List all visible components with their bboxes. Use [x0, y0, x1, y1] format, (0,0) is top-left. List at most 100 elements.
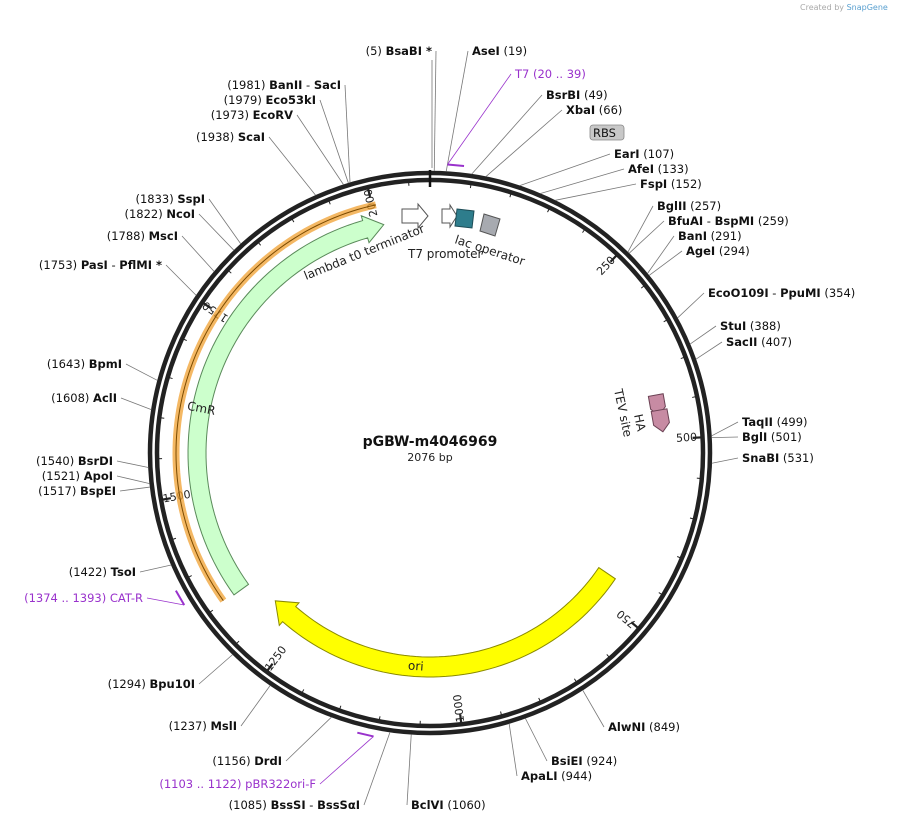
primer-label[interactable]: (1103 .. 1122) pBR322ori-F [159, 777, 316, 791]
site-leader [695, 341, 723, 360]
primer-label[interactable]: T7 (20 .. 39) [514, 67, 586, 81]
tick-label: 1000 [451, 694, 467, 723]
site-leader [433, 50, 437, 172]
restriction-site-label[interactable]: BglII (257) [657, 199, 721, 213]
lac-operator-box[interactable] [454, 208, 475, 229]
site-leader [208, 198, 242, 245]
restriction-site-label[interactable]: StuI (388) [720, 319, 781, 333]
site-leader [689, 325, 717, 345]
major-tick [201, 301, 212, 309]
restriction-site-label[interactable]: BsrBI (49) [546, 88, 608, 102]
tick-label: 500 [676, 431, 698, 445]
tick-label: 1250 [262, 643, 289, 673]
restriction-site-label[interactable]: ApaLI (944) [521, 769, 592, 783]
site-leader [139, 564, 172, 573]
restriction-site-label[interactable]: TaqII (499) [742, 415, 808, 429]
cmr-highlight-line [175, 204, 376, 601]
restriction-site-label[interactable]: AgeI (294) [686, 244, 750, 258]
restriction-site-label[interactable]: (1753) PasI - PflMI * [39, 258, 162, 272]
restriction-site-label[interactable]: (1085) BssSI - BssSαI [229, 798, 360, 812]
major-tick [459, 714, 463, 725]
restriction-site-label[interactable]: AseI (19) [472, 44, 527, 58]
restriction-site-label[interactable]: (1833) SspI [135, 192, 205, 206]
minor-tick [327, 199, 331, 205]
credit-text: Created by SnapGene [800, 3, 888, 12]
restriction-site-label[interactable]: BfuAI - BspMI (259) [668, 214, 789, 228]
major-tick [630, 621, 640, 630]
rbs-badge[interactable]: RBS [589, 124, 625, 141]
minor-tick [301, 689, 305, 695]
site-leader [120, 397, 152, 411]
ha-arrow[interactable] [650, 408, 671, 433]
minor-tick [582, 228, 586, 233]
minor-tick [509, 192, 512, 198]
site-leader [344, 84, 351, 183]
site-leader [677, 292, 705, 319]
minor-tick [692, 395, 698, 398]
restriction-site-label[interactable]: (1540) BsrDI [36, 454, 113, 468]
restriction-site-label[interactable]: AfeI (133) [628, 162, 689, 176]
minor-tick [227, 269, 232, 274]
lambda-t0-terminator-arrow[interactable] [401, 202, 429, 230]
restriction-site-label[interactable]: (1973) EcoRV [211, 108, 293, 122]
restriction-site-label[interactable]: (1643) BpmI [47, 357, 122, 371]
site-leader [198, 213, 235, 251]
restriction-site-label[interactable]: FspI (152) [640, 177, 702, 191]
primer-mark[interactable] [447, 163, 465, 168]
primer-mark[interactable] [357, 731, 374, 738]
primer-mark[interactable] [175, 590, 186, 606]
site-leader [116, 475, 150, 485]
restriction-site-label[interactable]: EcoO109I - PpuMI (354) [708, 286, 855, 300]
restriction-site-label[interactable]: (1156) DrdI [212, 754, 282, 768]
minor-tick [680, 356, 686, 360]
restriction-site-label[interactable]: (1517) BspEI [38, 484, 116, 498]
minor-tick [257, 241, 262, 246]
restriction-site-label[interactable]: (1981) BanII - SacI [227, 78, 341, 92]
minor-tick [159, 417, 165, 419]
site-leader [711, 421, 739, 437]
minor-tick [547, 207, 551, 213]
restriction-site-label[interactable]: AlwNI (849) [608, 720, 680, 734]
restriction-site-label[interactable]: SnaBI (531) [742, 451, 814, 465]
minor-tick [606, 654, 611, 659]
feature-label-tev-site: TEV site [611, 387, 635, 438]
restriction-site-label[interactable]: XbaI (66) [566, 103, 622, 117]
minor-tick [181, 338, 187, 342]
restriction-site-label[interactable]: (1521) ApoI [42, 469, 113, 483]
minor-tick [378, 716, 381, 722]
restriction-site-label[interactable]: SacII (407) [726, 335, 792, 349]
cmr-arrow[interactable] [187, 214, 385, 596]
restriction-site-label[interactable]: (1938) ScaI [196, 130, 265, 144]
site-leader [296, 114, 344, 185]
tick-label: 750 [614, 607, 638, 630]
feature-label-cmr: CmR [186, 399, 217, 418]
site-leader [555, 183, 637, 201]
restriction-site-label[interactable]: (1822) NcoI [124, 207, 195, 221]
t7-promoter-arrow[interactable] [441, 203, 458, 229]
restriction-site-label[interactable]: BglI (501) [742, 430, 802, 444]
restriction-site-label[interactable]: (1237) MslI [169, 719, 237, 733]
restriction-site-label[interactable]: (1788) MscI [107, 229, 178, 243]
restriction-site-label[interactable]: (1294) Bpu10I [108, 677, 195, 691]
site-leader [582, 689, 605, 728]
ori-arrow[interactable] [274, 566, 617, 678]
site-labels: (5) BsaBI * AseI (19) BsrBI (49)XbaI (66) E… [24, 44, 855, 812]
site-leader [285, 716, 332, 762]
minor-tick [187, 575, 192, 579]
restriction-site-label[interactable]: (1979) Eco53kI [224, 93, 316, 107]
site-leader [119, 486, 151, 492]
primer-label[interactable]: (1374 .. 1393) CAT-R [24, 591, 143, 605]
minor-tick [338, 705, 342, 711]
minor-tick [167, 376, 173, 380]
restriction-site-label[interactable]: EarI (107) [614, 147, 674, 161]
lac-operator-box-2[interactable] [479, 213, 501, 237]
site-leader [268, 136, 316, 196]
restriction-site-label[interactable]: BclVI (1060) [411, 798, 486, 812]
site-leader [363, 732, 391, 806]
site-leader [485, 109, 563, 177]
restriction-site-label[interactable]: (1422) TsoI [69, 565, 136, 579]
restriction-site-label[interactable]: (5) BsaBI * [366, 44, 432, 58]
restriction-site-label[interactable]: (1608) AclI [51, 391, 117, 405]
restriction-site-label[interactable]: BsiEI (924) [551, 754, 617, 768]
restriction-site-label[interactable]: BanI (291) [678, 229, 742, 243]
